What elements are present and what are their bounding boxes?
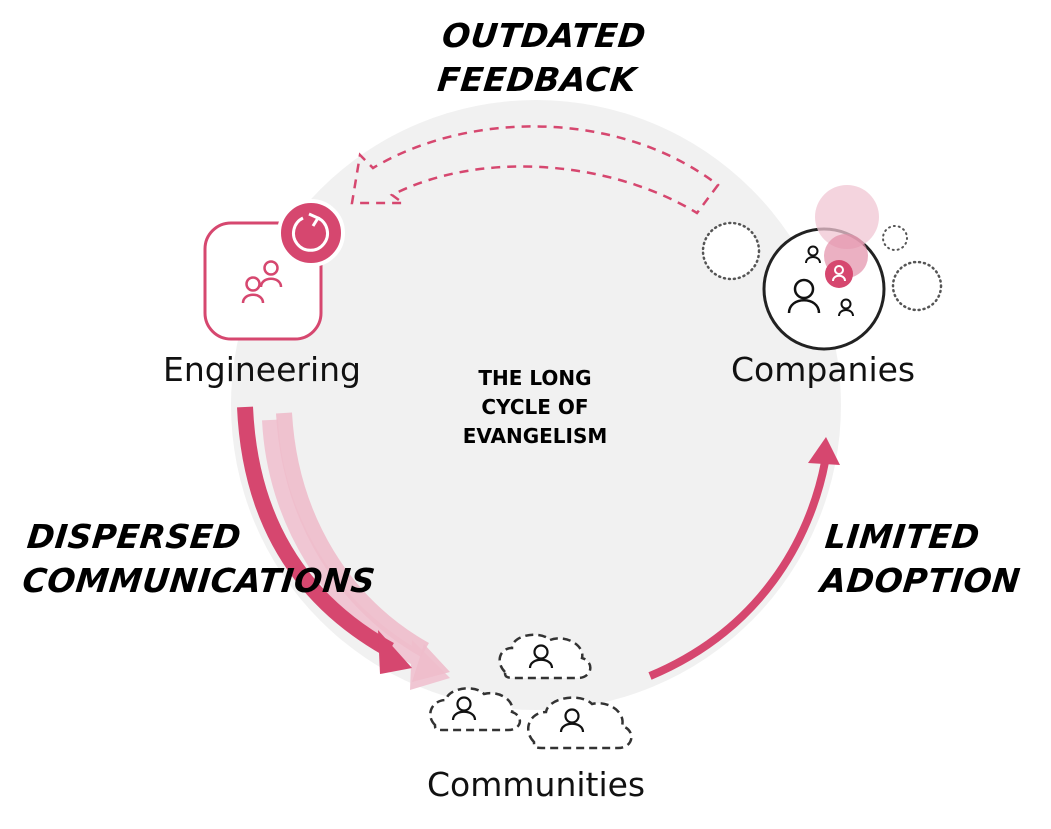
engineering-label: Engineering: [163, 350, 361, 389]
refresh-badge: [277, 199, 345, 267]
pale-arrowhead-front: [412, 644, 450, 682]
limited-adoption-line-1: LIMITED: [823, 517, 982, 556]
outdated-feedback-line-2: FEEDBACK: [435, 60, 639, 99]
dotted-circle-left: [701, 221, 761, 281]
companies-node[interactable]: [701, 185, 943, 351]
outdated-feedback-arrow: [350, 125, 720, 215]
limited-adoption-heading: LIMITED ADOPTION: [818, 515, 1027, 603]
dispersed-communications-line-1: DISPERSED: [25, 517, 244, 556]
center-title-line-3: EVANGELISM: [462, 424, 608, 448]
center-title-line-1: THE LONG: [478, 366, 592, 390]
cloud-right: [527, 696, 633, 750]
cycle-background-circle: [231, 100, 841, 710]
dotted-circle-small: [882, 225, 908, 251]
communities-node[interactable]: [429, 633, 633, 750]
center-title-line-2: CYCLE OF: [481, 395, 589, 419]
dispersed-communications-arrows: [237, 406, 450, 690]
communities-label: Communities: [427, 765, 646, 804]
limited-adoption-arrowhead: [808, 437, 840, 465]
dotted-circle-right: [891, 260, 943, 312]
person-group-icon: [787, 245, 854, 317]
main-communication-arrowhead: [378, 630, 412, 674]
limited-adoption-arrow: [648, 461, 829, 680]
refresh-icon: [292, 212, 329, 252]
cloud-person-icon: [451, 644, 585, 733]
pale-bubble-large: [815, 185, 879, 249]
main-communication-arrow: [237, 406, 394, 657]
people-icon: [241, 260, 283, 304]
center-title: THE LONG CYCLE OF EVANGELISM: [435, 364, 635, 451]
outdated-feedback-heading: OUTDATED FEEDBACK: [435, 14, 648, 102]
companies-label: Companies: [731, 350, 916, 389]
engineering-node[interactable]: [203, 199, 345, 341]
outdated-feedback-line-1: OUTDATED: [440, 16, 649, 55]
dispersed-communications-heading: DISPERSED COMMUNICATIONS: [20, 515, 382, 603]
pale-arrow-back: [262, 419, 424, 667]
pale-arrow-front: [276, 412, 429, 657]
limited-adoption-line-2: ADOPTION: [818, 561, 1023, 600]
dispersed-communications-line-2: COMMUNICATIONS: [20, 561, 378, 600]
